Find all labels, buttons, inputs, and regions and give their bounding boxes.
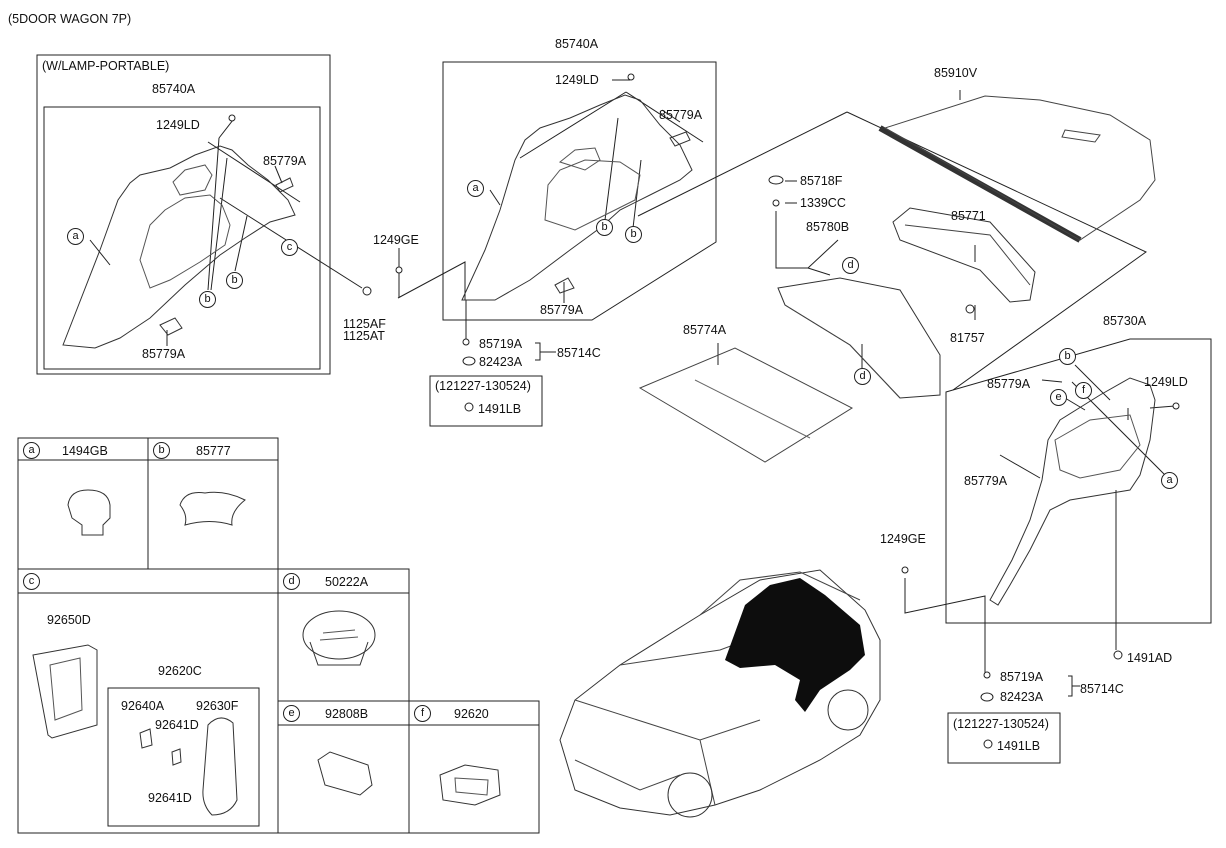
- callout-a-right: a: [1161, 472, 1178, 489]
- part-85910V[interactable]: 85910V: [934, 66, 978, 80]
- legend-part-92640A[interactable]: 92640A: [121, 699, 165, 713]
- legend-part-92641D-a[interactable]: 92641D: [155, 718, 199, 732]
- variant-header: (5DOOR WAGON 7P): [8, 12, 132, 26]
- legend-key-b: b: [153, 442, 170, 459]
- legend-part-85777[interactable]: 85777: [196, 444, 231, 458]
- part-1249LD-right[interactable]: 1249LD: [1144, 375, 1188, 389]
- part-85779A-lamp-bottom[interactable]: 85779A: [142, 347, 186, 361]
- right-box-frame: [945, 338, 1212, 624]
- legend-part-92641D-b[interactable]: 92641D: [148, 791, 192, 805]
- callout-d-tray-2: d: [854, 368, 871, 385]
- car-wheel-front: [667, 772, 713, 818]
- lamp-box-title: (W/LAMP-PORTABLE): [42, 59, 170, 73]
- part-85779A-lamp-top[interactable]: 85779A: [263, 154, 307, 168]
- bulb-92641D-icon: [171, 748, 182, 766]
- clip-1494GB-icon: [67, 489, 111, 536]
- sill-shape: [892, 207, 1036, 303]
- right-panel-shape: [989, 377, 1156, 606]
- part-85740A-mid[interactable]: 85740A: [555, 37, 599, 51]
- part-85779A-mid-top[interactable]: 85779A: [659, 108, 703, 122]
- date-range-right: (121227-130524): [953, 717, 1049, 731]
- part-82423A-right[interactable]: 82423A: [1000, 690, 1044, 704]
- cover-92630F-icon: [202, 717, 238, 816]
- mid-box-frame: [442, 61, 717, 321]
- mid-date-box: [429, 375, 543, 427]
- legend-c-subframe: [107, 687, 260, 827]
- callout-a-lamp: a: [67, 228, 84, 245]
- part-1249LD-mid[interactable]: 1249LD: [555, 73, 599, 87]
- lamp-box-frame: [36, 54, 331, 375]
- part-82423A-mid[interactable]: 82423A: [479, 355, 523, 369]
- legend-part-1494GB[interactable]: 1494GB: [62, 444, 108, 458]
- part-85714C-mid[interactable]: 85714C: [557, 346, 601, 360]
- callout-a-mid: a: [467, 180, 484, 197]
- legend-key-f: f: [414, 705, 431, 722]
- cap-50222A-icon: [302, 610, 376, 660]
- legend-part-92620C[interactable]: 92620C: [158, 664, 202, 678]
- socket-92808B-icon: [317, 751, 373, 796]
- callout-d-tray-1: d: [842, 257, 859, 274]
- part-85719A-right[interactable]: 85719A: [1000, 670, 1044, 684]
- right-date-box: [947, 712, 1061, 764]
- part-85719A-mid[interactable]: 85719A: [479, 337, 523, 351]
- legend-key-a: a: [23, 442, 40, 459]
- callout-b-right: b: [1059, 348, 1076, 365]
- part-1339CC[interactable]: 1339CC: [800, 196, 846, 210]
- callout-b-lamp-2: b: [226, 272, 243, 289]
- legend-key-e: e: [283, 705, 300, 722]
- part-85771[interactable]: 85771: [951, 209, 986, 223]
- callout-c-lamp: c: [281, 239, 298, 256]
- mid-panel-shape: [461, 94, 693, 301]
- part-85779A-right-top[interactable]: 85779A: [987, 377, 1031, 391]
- callout-b-mid-2: b: [625, 226, 642, 243]
- callout-b-mid-1: b: [596, 219, 613, 236]
- part-1491AD[interactable]: 1491AD: [1127, 651, 1173, 665]
- car-wheel-rear: [827, 689, 869, 731]
- car-body-shape: [559, 569, 881, 816]
- callout-e-right: e: [1050, 389, 1067, 406]
- legend-part-92650D[interactable]: 92650D: [47, 613, 91, 627]
- legend-key-d: d: [283, 573, 300, 590]
- part-1491LB-mid[interactable]: 1491LB: [478, 402, 522, 416]
- part-1249GE-left[interactable]: 1249GE: [373, 233, 419, 247]
- part-85780B[interactable]: 85780B: [806, 220, 850, 234]
- part-85730A[interactable]: 85730A: [1103, 314, 1147, 328]
- legend-part-92630F[interactable]: 92630F: [196, 699, 239, 713]
- car-trim-highlight: [725, 578, 865, 712]
- part-1249LD-lamp[interactable]: 1249LD: [156, 118, 200, 132]
- part-1125AT[interactable]: 1125AT: [343, 329, 385, 343]
- lamp-panel-shape: [62, 145, 296, 349]
- part-85714C-right[interactable]: 85714C: [1080, 682, 1124, 696]
- part-85718F[interactable]: 85718F: [800, 174, 843, 188]
- lamp-box-inner: [43, 106, 321, 370]
- lens-92640A-icon: [139, 728, 153, 749]
- part-1491LB-right[interactable]: 1491LB: [997, 739, 1041, 753]
- part-1249GE-right[interactable]: 1249GE: [880, 532, 926, 546]
- legend-part-92808B[interactable]: 92808B: [325, 707, 369, 721]
- legend-key-c: c: [23, 573, 40, 590]
- clip-85777-icon: [179, 491, 246, 526]
- cover-leader-box: [846, 111, 1147, 391]
- callout-b-lamp-1: b: [199, 291, 216, 308]
- legend-part-92620[interactable]: 92620: [454, 707, 489, 721]
- part-1125AF[interactable]: 1125AF: [343, 317, 386, 331]
- part-85774A[interactable]: 85774A: [683, 323, 727, 337]
- lamp-92650D-icon: [32, 644, 98, 739]
- part-85779A-mid-bottom[interactable]: 85779A: [540, 303, 584, 317]
- callout-f-right: f: [1075, 382, 1092, 399]
- net-shape: [638, 347, 854, 463]
- switch-92620-icon: [439, 764, 501, 806]
- part-85740A-lamp[interactable]: 85740A: [152, 82, 196, 96]
- legend-part-50222A[interactable]: 50222A: [325, 575, 369, 589]
- part-85779A-right-bottom[interactable]: 85779A: [964, 474, 1008, 488]
- part-81757[interactable]: 81757: [950, 331, 985, 345]
- date-range-mid: (121227-130524): [435, 379, 531, 393]
